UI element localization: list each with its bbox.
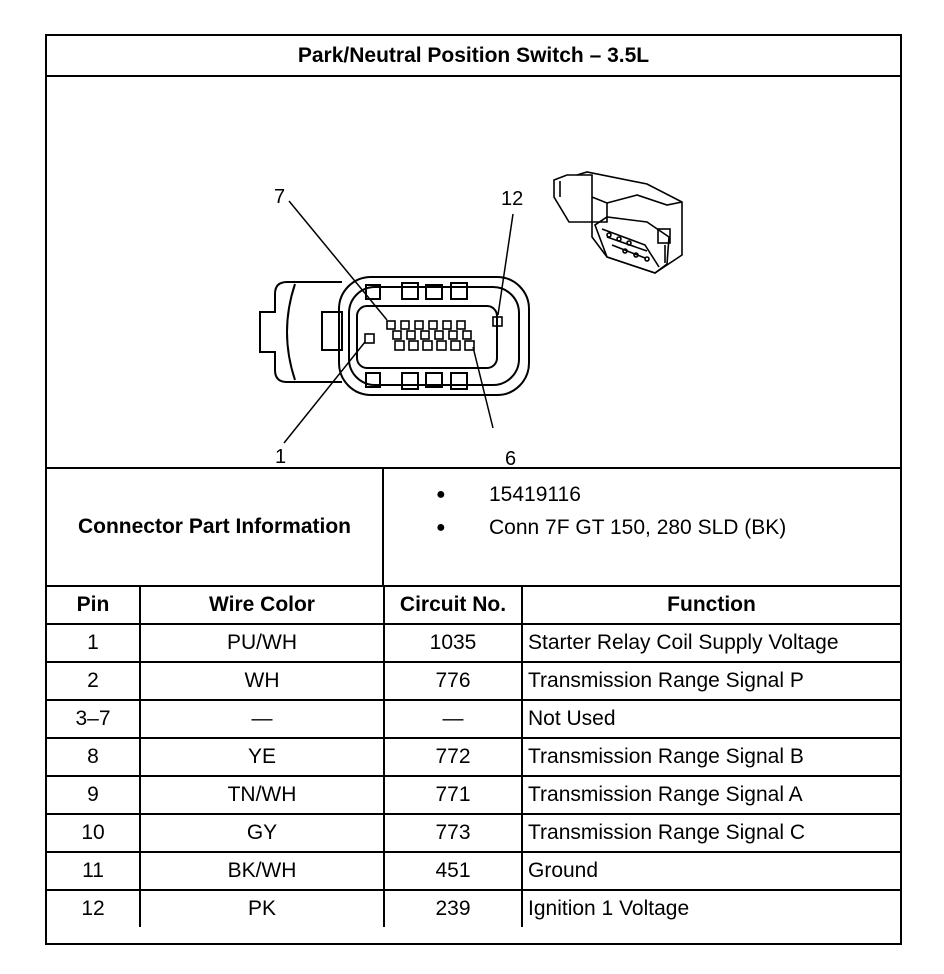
cell-circuit-no: 772 — [383, 737, 523, 777]
terminal-row-middle — [392, 330, 472, 340]
terminal-row-bottom — [364, 333, 475, 351]
header-circuit-no: Circuit No. — [383, 587, 523, 625]
pin-leader-lines — [283, 200, 514, 444]
table-row: 9 TN/WH 771 Transmission Range Signal A — [47, 775, 900, 815]
cell-wire-color: PK — [139, 889, 385, 927]
connector-housing — [338, 276, 530, 396]
header-pin: Pin — [47, 587, 141, 625]
cell-function: Transmission Range Signal C — [521, 813, 900, 853]
cell-wire-color: TN/WH — [139, 775, 385, 815]
cell-circuit-no: 239 — [383, 889, 523, 927]
cell-pin: 1 — [47, 623, 141, 663]
connector-part-info-row: Connector Part Information ● 15419116 ● … — [47, 469, 900, 587]
cell-circuit-no: 771 — [383, 775, 523, 815]
table-row: 11 BK/WH 451 Ground — [47, 851, 900, 891]
cell-pin: 12 — [47, 889, 141, 927]
page-title: Park/Neutral Position Switch – 3.5L — [47, 36, 900, 77]
cell-circuit-no: 776 — [383, 661, 523, 701]
table-row: 8 YE 772 Transmission Range Signal B — [47, 737, 900, 777]
connector-drawing — [259, 171, 683, 444]
terminal-cavity — [356, 305, 498, 369]
cell-function: Ignition 1 Voltage — [521, 889, 900, 927]
pin-callout-7: 7 — [274, 186, 286, 208]
cell-wire-color: WH — [139, 661, 385, 701]
table-row: 1 PU/WH 1035 Starter Relay Coil Supply V… — [47, 623, 900, 663]
cell-function: Not Used — [521, 699, 900, 739]
cell-wire-color: YE — [139, 737, 385, 777]
connector-description: Conn 7F GT 150, 280 SLD (BK) — [489, 516, 787, 539]
cell-wire-color: BK/WH — [139, 851, 385, 891]
cell-wire-color: GY — [139, 813, 385, 853]
table-row: 10 GY 773 Transmission Range Signal C — [47, 813, 900, 853]
cell-pin: 9 — [47, 775, 141, 815]
cell-function: Transmission Range Signal B — [521, 737, 900, 777]
cell-function: Starter Relay Coil Supply Voltage — [521, 623, 900, 663]
cell-wire-color: PU/WH — [139, 623, 385, 663]
table-row: 2 WH 776 Transmission Range Signal P — [47, 661, 900, 701]
header-wire-color: Wire Color — [139, 587, 385, 625]
table-row: 3–7 — — Not Used — [47, 699, 900, 739]
cell-pin: 2 — [47, 661, 141, 701]
pin-callout-12: 12 — [501, 188, 524, 210]
connector-isometric-view — [553, 171, 683, 274]
cell-pin: 11 — [47, 851, 141, 891]
cell-circuit-no: 773 — [383, 813, 523, 853]
pin-table-header: Pin Wire Color Circuit No. Function — [47, 587, 900, 625]
part-number: 15419116 — [489, 483, 581, 506]
connector-sheet: Park/Neutral Position Switch – 3.5L — [45, 34, 902, 945]
cell-function: Transmission Range Signal P — [521, 661, 900, 701]
cell-function: Transmission Range Signal A — [521, 775, 900, 815]
pin-callout-6: 6 — [505, 448, 517, 470]
cell-wire-color: — — [139, 699, 385, 739]
cell-circuit-no: — — [383, 699, 523, 739]
cell-circuit-no: 1035 — [383, 623, 523, 663]
cell-pin: 10 — [47, 813, 141, 853]
bullet-icon: ● — [436, 486, 446, 503]
cell-function: Ground — [521, 851, 900, 891]
header-function: Function — [521, 587, 900, 625]
cell-pin: 3–7 — [47, 699, 141, 739]
table-row: 12 PK 239 Ignition 1 Voltage — [47, 889, 900, 927]
connector-part-info-label: Connector Part Information — [47, 469, 384, 585]
pin-table: Pin Wire Color Circuit No. Function 1 PU… — [47, 587, 900, 927]
cell-pin: 8 — [47, 737, 141, 777]
pin-callout-1: 1 — [275, 446, 287, 468]
connector-latch — [259, 281, 342, 383]
terminal-row-top — [386, 316, 503, 330]
cell-circuit-no: 451 — [383, 851, 523, 891]
bullet-icon: ● — [436, 519, 446, 536]
connector-part-info-list: ● 15419116 ● Conn 7F GT 150, 280 SLD (BK… — [384, 469, 900, 585]
connector-figure: 7 12 1 6 — [47, 77, 900, 469]
